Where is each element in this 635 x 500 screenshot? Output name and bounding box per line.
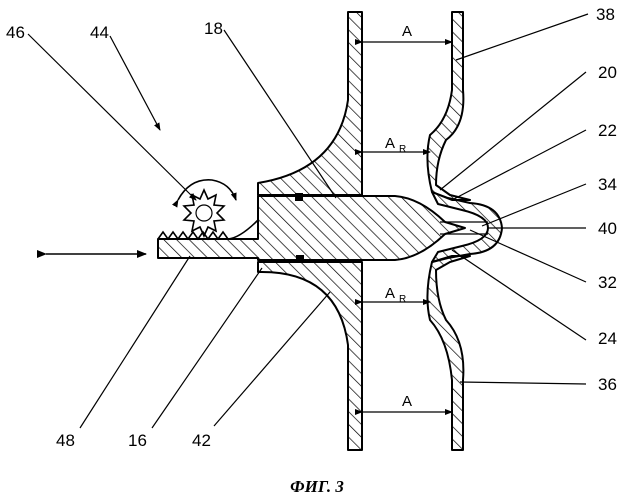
- svg-text:R: R: [399, 294, 406, 305]
- lower-seal: [296, 255, 304, 263]
- label-24: 24: [598, 329, 617, 348]
- svg-text:A: A: [402, 23, 412, 40]
- valve-pin: [157, 195, 466, 261]
- left-housing-wall-lower: [257, 261, 363, 451]
- label-40: 40: [598, 219, 617, 238]
- svg-text:A: A: [402, 393, 412, 410]
- leader-lines: [27, 13, 589, 429]
- svg-text:R: R: [399, 144, 406, 155]
- label-48: 48: [56, 431, 75, 450]
- label-18: 18: [204, 19, 223, 38]
- upper-seal: [295, 193, 303, 201]
- figure-caption: ФИГ. 3: [290, 477, 344, 496]
- label-34: 34: [598, 175, 617, 194]
- svg-text:A: A: [385, 285, 395, 302]
- dim-lower-reduced: A R: [355, 285, 431, 305]
- label-32: 32: [598, 273, 617, 292]
- dim-top: A: [355, 23, 453, 45]
- dim-bottom: A: [355, 393, 453, 415]
- label-36: 36: [598, 375, 617, 394]
- rack-teeth: [157, 230, 229, 241]
- right-housing-wall: [426, 11, 471, 201]
- label-46: 46: [6, 23, 25, 42]
- nozzle-cap: [431, 191, 503, 263]
- label-22: 22: [598, 121, 617, 140]
- right-housing-wall-lower: [426, 255, 471, 451]
- pinion-gear: [182, 188, 226, 238]
- left-housing-wall: [257, 11, 363, 196]
- label-44: 44: [90, 23, 109, 42]
- rack-step: [227, 219, 259, 240]
- label-20: 20: [598, 63, 617, 82]
- dim-upper-reduced: A R: [355, 135, 431, 155]
- label-38: 38: [596, 5, 615, 24]
- label-16: 16: [128, 431, 147, 450]
- svg-text:A: A: [385, 135, 395, 152]
- label-42: 42: [192, 431, 211, 450]
